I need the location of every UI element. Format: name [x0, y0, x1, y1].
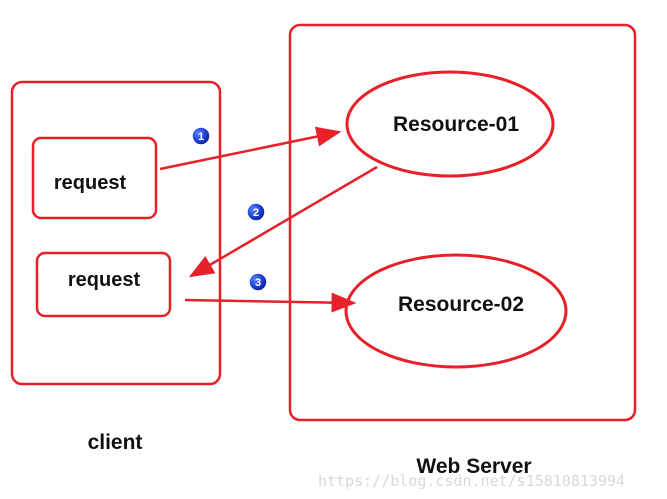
step-number-2: 2: [253, 207, 259, 219]
step-number-3: 3: [255, 277, 261, 289]
web-server-container: [288, 23, 637, 422]
request-box-2: request: [35, 251, 172, 318]
web-server-label: Web Server: [416, 455, 531, 478]
request-label-1: request: [54, 172, 127, 194]
arrow-step-1: [159, 126, 342, 171]
resource-01-label: Resource-01: [393, 113, 519, 136]
arrow-step-2: [188, 165, 378, 278]
request-label-2: request: [68, 269, 141, 291]
step-marker-2: 2: [246, 202, 266, 222]
step-number-1: 1: [198, 131, 204, 143]
watermark-text: https://blog.csdn.net/s15810813994: [318, 472, 625, 490]
resource-02-label: Resource-02: [398, 293, 524, 316]
client-label: client: [88, 431, 143, 454]
resource-01-node: Resource-01: [345, 70, 555, 178]
step-marker-3: 3: [248, 272, 268, 292]
request-box-1: request: [31, 136, 158, 220]
resource-02-node: Resource-02: [344, 253, 568, 369]
client-container: [10, 80, 222, 386]
arrow-step-3: [184, 292, 357, 313]
step-marker-1: 1: [191, 126, 211, 146]
